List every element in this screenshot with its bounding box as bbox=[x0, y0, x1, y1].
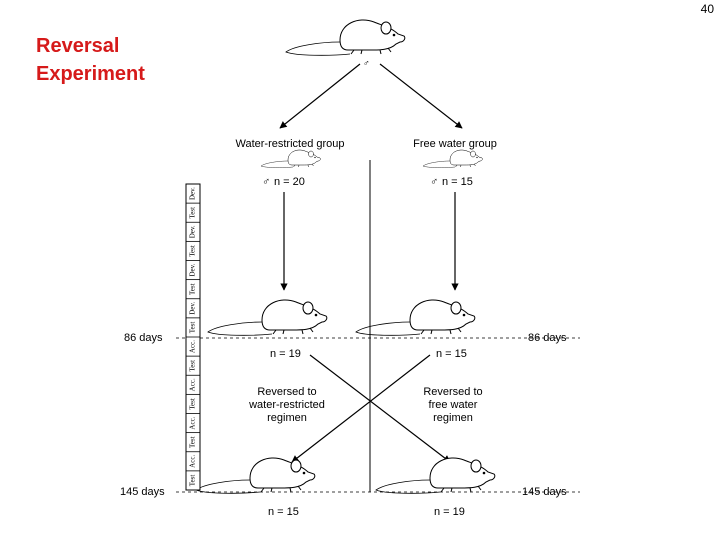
left-end-mouse-icon bbox=[195, 457, 316, 494]
time-86-left: 86 days bbox=[124, 332, 163, 344]
timeline-strip-cell: Dev. bbox=[189, 263, 197, 276]
timeline-strip-cell: Test bbox=[189, 322, 197, 334]
right-reversal-line2: free water bbox=[428, 399, 478, 411]
time-86-right: 86 days bbox=[528, 332, 567, 344]
arrow-to-left-group bbox=[279, 63, 361, 129]
left-n-mid: n = 19 bbox=[270, 348, 301, 360]
top-mouse-icon bbox=[285, 19, 406, 56]
timeline-strip: Dev.TestDev.TestDev.TestDev.TestAcc.Test… bbox=[185, 183, 201, 491]
right-n-end: n = 19 bbox=[434, 506, 465, 518]
arrow-to-right-group bbox=[379, 63, 463, 129]
right-reversal-line1: Reversed to bbox=[423, 386, 483, 398]
timeline-strip-cell: Acc. bbox=[189, 416, 197, 429]
slide-title-line1: Reversal bbox=[36, 35, 120, 57]
timeline-strip-cell: Test bbox=[189, 398, 197, 410]
timeline-strip-cell: Acc. bbox=[189, 340, 197, 353]
timeline-strip-cell: Test bbox=[189, 436, 197, 448]
timeline-strip-cell: Test bbox=[189, 475, 197, 487]
left-start-mouse-icon bbox=[260, 149, 321, 168]
time-145-right: 145 days bbox=[522, 486, 567, 498]
cross-arrow-left-to-right bbox=[309, 354, 451, 463]
left-n-end: n = 15 bbox=[268, 506, 299, 518]
left-sex-symbol: ♂ bbox=[262, 176, 271, 188]
left-reversal-line3: regimen bbox=[267, 412, 307, 424]
right-start-mouse-icon bbox=[422, 149, 483, 168]
slide-title-line2: Experiment bbox=[36, 63, 145, 85]
right-group-label: Free water group bbox=[413, 138, 497, 150]
right-n-mid: n = 15 bbox=[436, 348, 467, 360]
left-n-start: n = 20 bbox=[274, 176, 305, 188]
right-reversal-text: Reversed to free water regimen bbox=[398, 386, 508, 425]
timeline-strip-cell: Test bbox=[189, 360, 197, 372]
page-number: 40 bbox=[700, 2, 714, 16]
timeline-strip-cell: Test bbox=[189, 245, 197, 257]
left-reversal-text: Reversed to water-restricted regimen bbox=[232, 386, 342, 425]
top-mouse-sex-icon: ♂ bbox=[363, 58, 370, 68]
timeline-strip-cell: Acc. bbox=[189, 378, 197, 391]
right-sex-symbol: ♂ bbox=[430, 176, 439, 188]
timeline-strip-cell: Dev. bbox=[189, 187, 197, 200]
right-mid-mouse-icon bbox=[355, 299, 476, 336]
right-n-start: n = 15 bbox=[442, 176, 473, 188]
timeline-strip-cell: Dev. bbox=[189, 302, 197, 315]
right-reversal-line3: regimen bbox=[433, 412, 473, 424]
left-mid-mouse-icon bbox=[207, 299, 328, 336]
timeline-strip-cell: Dev. bbox=[189, 225, 197, 238]
cross-arrow-right-to-left bbox=[291, 354, 431, 463]
timeline-strip-cell: Acc. bbox=[189, 455, 197, 468]
slide-title: Reversal Experiment bbox=[36, 32, 145, 88]
timeline-strip-cell: Test bbox=[189, 207, 197, 219]
right-end-mouse-icon bbox=[375, 457, 496, 494]
time-145-left: 145 days bbox=[120, 486, 165, 498]
left-group-label: Water-restricted group bbox=[235, 138, 345, 150]
timeline-strip-cell: Test bbox=[189, 283, 197, 295]
left-reversal-line2: water-restricted bbox=[249, 399, 325, 411]
left-reversal-line1: Reversed to bbox=[257, 386, 317, 398]
